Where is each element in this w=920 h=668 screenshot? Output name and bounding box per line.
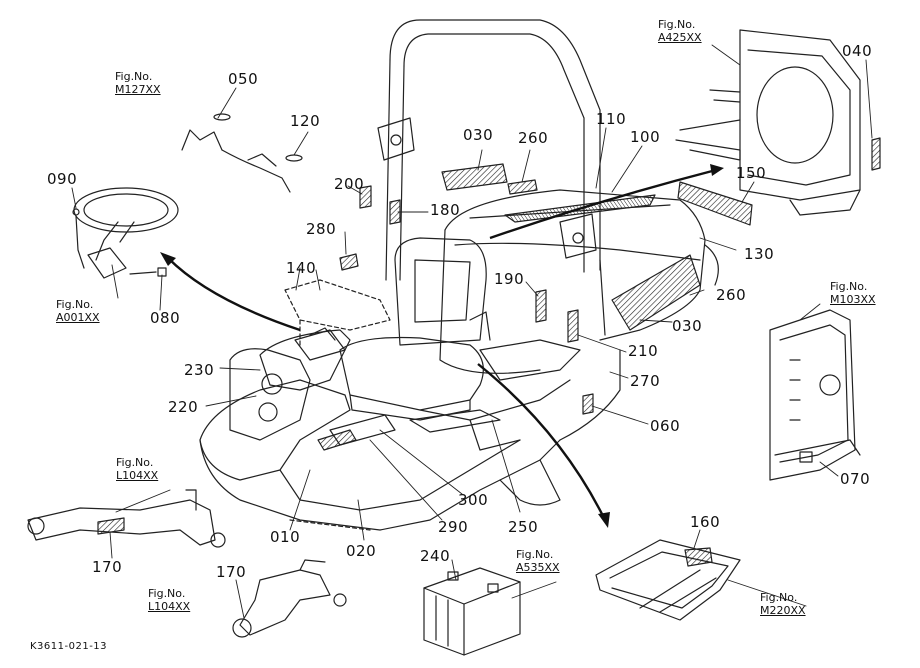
part-label-080: 080: [150, 309, 181, 327]
radiator-frame: [675, 29, 861, 216]
part-label-270: 270: [630, 372, 661, 390]
leader-lines: [71, 44, 873, 619]
part-label-130: 130: [744, 245, 775, 263]
part-label-090: 090: [47, 170, 78, 188]
decals: [97, 137, 881, 567]
part-label-180: 180: [430, 201, 461, 219]
part-label-220: 220: [168, 398, 199, 416]
rops-frame: [377, 19, 601, 281]
fig-ref-l104-upper[interactable]: Fig.No.L104XX: [116, 456, 159, 482]
steering-wheel: [72, 187, 179, 279]
part-label-030-right: 030: [672, 317, 703, 335]
part-label-240: 240: [420, 547, 451, 565]
fig-ref-m103[interactable]: Fig.No.M103XX: [830, 280, 876, 306]
fig-ref-m220[interactable]: Fig.No.M220XX: [760, 591, 806, 617]
part-label-190: 190: [494, 270, 525, 288]
part-label-160: 160: [690, 513, 721, 531]
part-label-060: 060: [650, 417, 681, 435]
fig-ref-a001[interactable]: Fig.No.A001XX: [56, 298, 100, 324]
part-label-300: 300: [458, 491, 489, 509]
part-label-280: 280: [306, 220, 337, 238]
hitch-link-upper: [27, 489, 226, 548]
part-label-260-right: 260: [716, 286, 747, 304]
fig-ref-a425[interactable]: Fig.No.A425XX: [658, 18, 702, 44]
reference-arrows: [167, 168, 717, 519]
part-label-040: 040: [842, 42, 873, 60]
part-label-110: 110: [596, 110, 627, 128]
part-label-150: 150: [736, 164, 767, 182]
part-label-170-upper: 170: [92, 558, 123, 576]
side-frame: [769, 309, 861, 481]
hitch-link-lower: [232, 559, 347, 638]
part-label-070: 070: [840, 470, 871, 488]
part-label-050: 050: [228, 70, 259, 88]
part-label-010: 010: [270, 528, 301, 546]
part-label-120: 120: [290, 112, 321, 130]
arrow-heads: [160, 164, 724, 528]
seat: [339, 237, 491, 421]
part-label-210: 210: [628, 342, 659, 360]
part-label-020: 020: [346, 542, 377, 560]
fig-ref-l104-lower[interactable]: Fig.No.L104XX: [148, 587, 191, 613]
left-fender: [229, 327, 351, 441]
part-label-170-lower: 170: [216, 563, 247, 581]
floor-plate: [595, 539, 741, 621]
fig-ref-a535[interactable]: Fig.No.A535XX: [516, 548, 560, 574]
control-cables: [181, 113, 303, 193]
part-label-230: 230: [184, 361, 215, 379]
part-label-200: 200: [334, 175, 365, 193]
fig-ref-m127[interactable]: Fig.No.M127XX: [115, 70, 161, 96]
part-label-100: 100: [630, 128, 661, 146]
part-label-140: 140: [286, 259, 317, 277]
dashed-outlines: [284, 279, 391, 531]
battery: [423, 567, 521, 656]
part-label-030-top: 030: [463, 126, 494, 144]
part-label-290: 290: [438, 518, 469, 536]
part-label-260-top: 260: [518, 129, 549, 147]
drawing-code: K3611-021-13: [30, 641, 108, 652]
part-label-250: 250: [508, 518, 539, 536]
floor-deck: [199, 339, 621, 531]
